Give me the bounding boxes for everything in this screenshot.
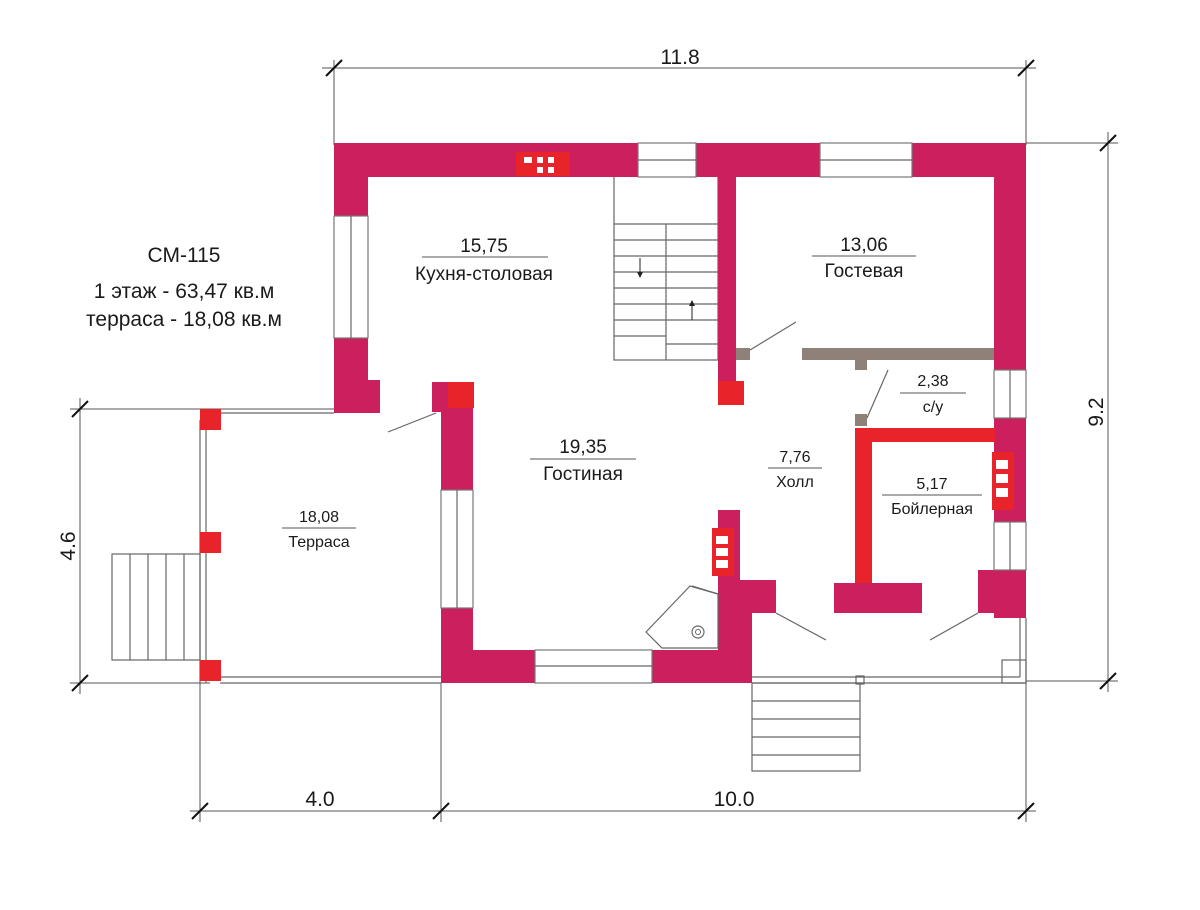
title-block: СМ-115 1 этаж - 63,47 кв.м терраса - 18,… bbox=[86, 244, 282, 331]
dimension-top-label: 11.8 bbox=[660, 46, 699, 69]
dimension-bottom-right-label: 10.0 bbox=[714, 788, 755, 811]
dimension-left: 4.6 bbox=[57, 398, 334, 694]
chimney bbox=[718, 381, 744, 405]
room-area: 7,76 bbox=[779, 449, 810, 466]
brick-elements bbox=[448, 152, 1014, 583]
door-swings bbox=[749, 321, 979, 641]
room-guest: 13,06 Гостевая bbox=[812, 235, 916, 282]
terrace-pillar bbox=[200, 532, 221, 553]
room-area: 18,08 bbox=[299, 509, 339, 526]
terrace-area: терраса - 18,08 кв.м bbox=[86, 308, 282, 331]
dimension-top: 11.8 bbox=[322, 46, 1036, 145]
room-name: Холл bbox=[776, 474, 814, 491]
partitions bbox=[736, 348, 994, 426]
terrace-pillar bbox=[200, 409, 221, 430]
terrace-steps bbox=[111, 553, 201, 661]
room-area: 2,38 bbox=[917, 373, 948, 390]
room-name: с/у bbox=[923, 399, 943, 416]
room-terrace: 18,08 Терраса bbox=[282, 509, 356, 551]
chimney bbox=[448, 382, 474, 408]
staircase bbox=[613, 175, 719, 361]
dimension-left-label: 4.6 bbox=[57, 531, 80, 560]
room-boiler: 5,17 Бойлерная bbox=[882, 476, 982, 518]
boiler-partition bbox=[855, 428, 995, 442]
room-name: Бойлерная bbox=[891, 501, 973, 518]
room-kitchen: 15,75 Кухня-столовая bbox=[415, 236, 553, 285]
entrance-steps bbox=[751, 682, 861, 772]
windows bbox=[333, 142, 1027, 684]
entrance-porch bbox=[751, 618, 1027, 772]
room-hall: 7,76 Холл bbox=[768, 449, 822, 491]
dimension-right: 9.2 bbox=[1026, 132, 1118, 692]
terrace bbox=[111, 409, 441, 684]
dimension-right-label: 9.2 bbox=[1085, 397, 1108, 426]
fireplace-hearth bbox=[645, 585, 719, 649]
dimension-bottom: 4.0 10.0 bbox=[190, 683, 1036, 822]
boiler-partition bbox=[855, 428, 872, 583]
room-area: 19,35 bbox=[559, 437, 607, 458]
room-name: Гостевая bbox=[825, 261, 904, 282]
floor-area: 1 этаж - 63,47 кв.м bbox=[94, 280, 275, 303]
dimension-bottom-left-label: 4.0 bbox=[305, 788, 334, 811]
room-living: 19,35 Гостиная bbox=[530, 437, 636, 485]
room-name: Кухня-столовая bbox=[415, 264, 553, 285]
room-area: 5,17 bbox=[916, 476, 947, 493]
room-name: Гостиная bbox=[543, 464, 623, 485]
room-area: 15,75 bbox=[460, 236, 508, 257]
room-name: Терраса bbox=[288, 534, 349, 551]
project-code: СМ-115 bbox=[148, 244, 221, 267]
terrace-pillar bbox=[200, 660, 221, 681]
room-wc: 2,38 с/у bbox=[900, 373, 966, 416]
room-area: 13,06 bbox=[840, 235, 888, 256]
